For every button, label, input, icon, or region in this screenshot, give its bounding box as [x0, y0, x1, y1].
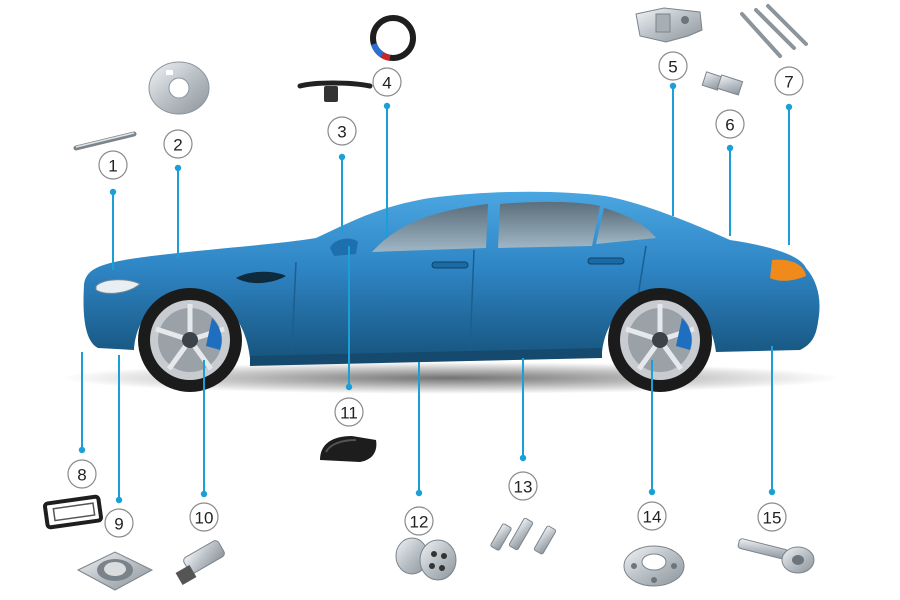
leader-dot-14 [648, 488, 656, 496]
milled-shaft-icon [175, 540, 225, 586]
steering-ring-icon [370, 15, 416, 61]
leader-dot-6 [726, 144, 734, 152]
drilled-hub-icon [395, 537, 457, 581]
callout-badge-1: 1 [98, 150, 128, 180]
callout-number: 15 [763, 509, 782, 528]
car-rear-wheel [608, 288, 712, 392]
car-side-gill [236, 271, 286, 284]
leader-dot-5 [669, 82, 677, 90]
bearing-flange-icon [76, 551, 154, 591]
callout-number: 9 [114, 515, 123, 534]
leader-dot-2 [174, 164, 182, 172]
car-door-handle-rear [587, 257, 625, 265]
leader-dot-4 [383, 102, 391, 110]
car-illustration [83, 191, 820, 392]
drive-shaft-icon [737, 538, 815, 574]
callout-badge-8: 8 [67, 459, 97, 489]
callout-circle [658, 51, 688, 81]
callout-number: 3 [337, 123, 346, 142]
license-plate-frame-icon [42, 494, 104, 530]
callout-circle [163, 129, 193, 159]
mirror-cap-icon [320, 436, 377, 462]
leader-dot-7 [785, 103, 793, 111]
callout-number: 4 [382, 74, 391, 93]
callout-badge-11: 11 [334, 397, 364, 427]
car-taillight [770, 259, 806, 281]
car-front-wheel [138, 288, 242, 392]
callout-number: 8 [77, 466, 86, 485]
car-door-line-front [291, 249, 475, 351]
callout-badge-3: 3 [327, 116, 357, 146]
callout-number: 1 [108, 157, 117, 176]
callout-circle [715, 109, 745, 139]
callout-number: 10 [195, 509, 214, 528]
leader-dot-15 [768, 488, 776, 496]
callout-number: 14 [643, 508, 662, 527]
callout-circle [327, 116, 357, 146]
callout-badge-9: 9 [104, 508, 134, 538]
callout-number: 12 [410, 513, 429, 532]
callout-number: 13 [514, 478, 533, 497]
callout-circle [372, 67, 402, 97]
callout-badge-10: 10 [189, 502, 219, 532]
callout-badge-14: 14 [637, 501, 667, 531]
callout-badge-6: 6 [715, 109, 745, 139]
callout-circle [757, 502, 787, 532]
car-window-quarter [596, 208, 656, 244]
callout-circle [774, 66, 804, 96]
round-plate-icon [148, 61, 210, 115]
callout-number: 11 [340, 404, 358, 423]
callout-number: 5 [668, 58, 677, 77]
callout-circle [404, 506, 434, 536]
callout-circle [67, 459, 97, 489]
callout-badge-4: 4 [372, 67, 402, 97]
leader-dot-13 [519, 454, 527, 462]
callout-badge-12: 12 [404, 506, 434, 536]
callout-badge-2: 2 [163, 129, 193, 159]
callout-circle [637, 501, 667, 531]
leader-dot-9 [115, 496, 123, 504]
hinge-latch-icon [635, 7, 703, 43]
threaded-pins-icon [740, 4, 808, 58]
leader-dot-8 [78, 446, 86, 454]
car-window-rear [498, 201, 600, 248]
callout-number: 2 [173, 136, 182, 155]
callout-circle [98, 150, 128, 180]
callout-circle [508, 471, 538, 501]
bolt-set-icon [490, 517, 557, 555]
leader-dot-10 [200, 490, 208, 498]
callout-badge-15: 15 [757, 502, 787, 532]
leader-dot-11 [345, 383, 353, 391]
callout-circle [189, 502, 219, 532]
car-rocker [250, 348, 602, 366]
leader-dot-1 [109, 188, 117, 196]
hex-fitting-icon [701, 71, 744, 96]
brake-disc-icon [623, 545, 685, 587]
callout-badge-7: 7 [774, 66, 804, 96]
rod-pin-icon [73, 131, 137, 151]
callout-badge-5: 5 [658, 51, 688, 81]
callout-badge-13: 13 [508, 471, 538, 501]
car-headlight [95, 279, 141, 294]
steering-bracket-icon [297, 80, 373, 102]
callout-number: 7 [784, 73, 793, 92]
callout-circle [104, 508, 134, 538]
callout-number: 6 [725, 116, 734, 135]
callout-leader-lines [78, 82, 793, 504]
leader-dot-3 [338, 153, 346, 161]
car-window-front [372, 204, 488, 252]
car-side-mirror [330, 238, 358, 256]
callout-circle [334, 397, 364, 427]
leader-dot-12 [415, 489, 423, 497]
car-door-handle-front [431, 261, 469, 269]
